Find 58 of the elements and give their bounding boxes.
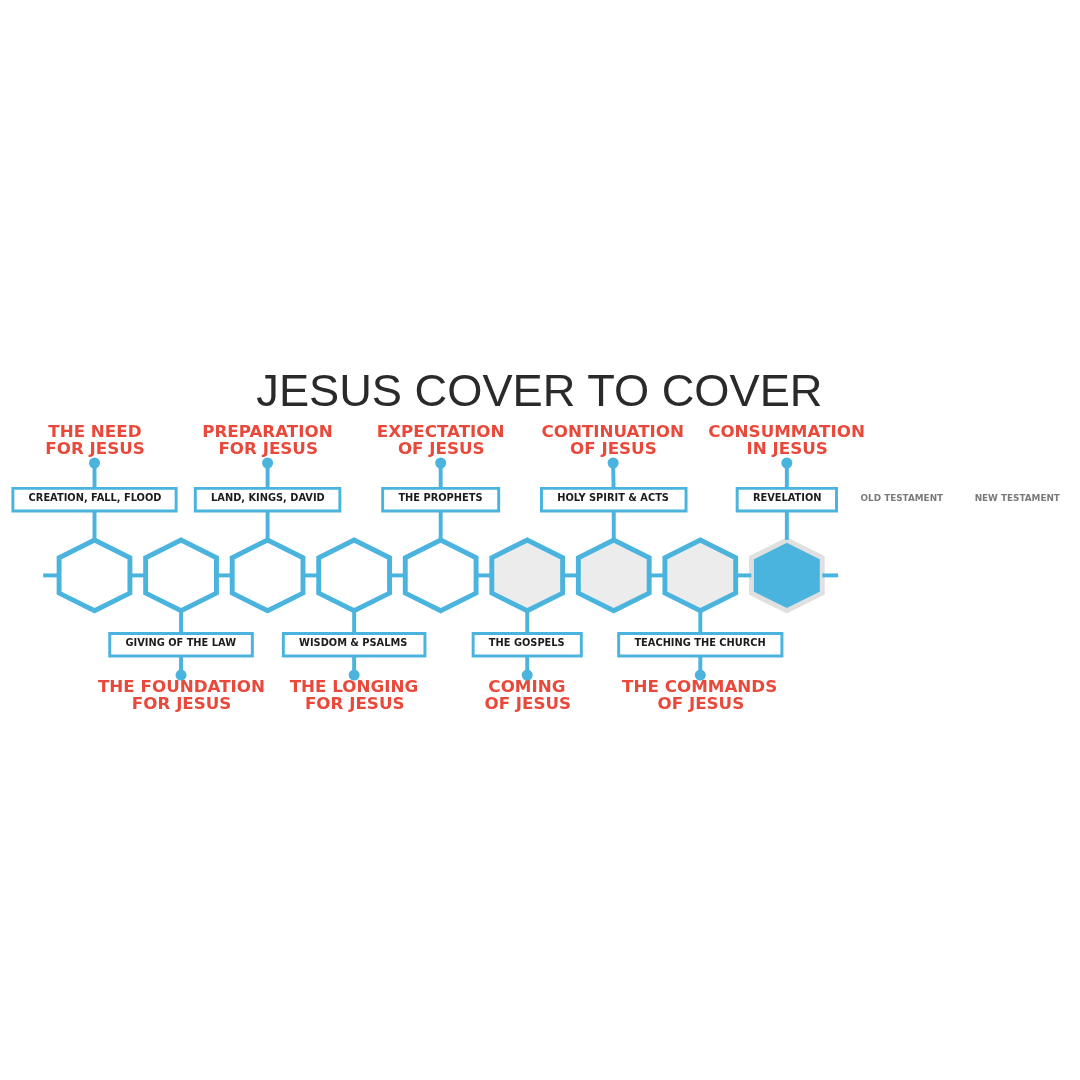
connector (611, 511, 616, 540)
node-text: THE FOUNDATION FOR JESUS (97, 676, 265, 713)
node-text: THE COMMANDS OF JESUS (622, 676, 778, 713)
connector (525, 610, 530, 634)
label: NEW TESTAMENT (974, 492, 1060, 503)
node-text: THE NEED FOR JESUS (45, 421, 145, 459)
node-box: THE GOSPELS (471, 631, 583, 658)
connector (89, 457, 100, 489)
node-box: WISDOM & PSALMS (281, 631, 427, 658)
connector (92, 511, 97, 540)
node-hexagon (56, 537, 133, 614)
connector (562, 573, 579, 578)
node-hexagon (749, 537, 825, 614)
node-hexagon (575, 537, 652, 614)
connector (607, 457, 619, 489)
diagram-title: JESUS COVER TO COVER (256, 365, 823, 417)
connector (352, 610, 357, 634)
connector (216, 573, 233, 578)
connector (179, 610, 183, 634)
node-text: EXPECTATION OF JESUS (376, 421, 505, 459)
connector (303, 573, 319, 578)
node-text: CONSUMMATION IN JESUS (708, 421, 865, 459)
connector (781, 457, 793, 489)
connector (265, 511, 270, 540)
node-hexagon (229, 537, 306, 614)
connector (435, 457, 447, 489)
node-box: REVELATION (735, 486, 838, 513)
node-box: GIVING OF THE LAW (108, 631, 254, 658)
node-box: TEACHING THE CHURCH (617, 631, 784, 658)
node-hexagon (402, 537, 479, 614)
node-box: CREATION, FALL, FLOOD (11, 486, 178, 513)
node-text: CONTINUATION OF JESUS (541, 421, 684, 459)
node-hexagon (143, 537, 219, 614)
connector (130, 573, 146, 578)
connector (476, 573, 492, 578)
connector (43, 573, 59, 578)
connector (735, 573, 752, 578)
connector (694, 656, 706, 681)
node-hexagon (662, 537, 739, 614)
connector (784, 511, 789, 540)
node-text: COMING OF JESUS (484, 676, 572, 713)
connector (521, 656, 533, 681)
connector (649, 573, 665, 578)
node-box: LAND, KINGS, DAVID (193, 486, 342, 513)
node-hexagon (489, 537, 566, 614)
node-box: HOLY SPIRIT & ACTS (540, 486, 688, 513)
label: OLD TESTAMENT (860, 492, 944, 503)
node-hexagon (316, 537, 392, 614)
connector (822, 573, 839, 578)
connector (175, 656, 187, 681)
connector (438, 511, 443, 540)
node-box: THE PROPHETS (381, 486, 501, 513)
connector (348, 656, 360, 681)
node-text: PREPARATION FOR JESUS (202, 421, 333, 459)
connector (698, 610, 703, 634)
node-text: THE LONGING FOR JESUS (289, 676, 419, 713)
connector (389, 573, 406, 578)
connector (262, 457, 274, 489)
